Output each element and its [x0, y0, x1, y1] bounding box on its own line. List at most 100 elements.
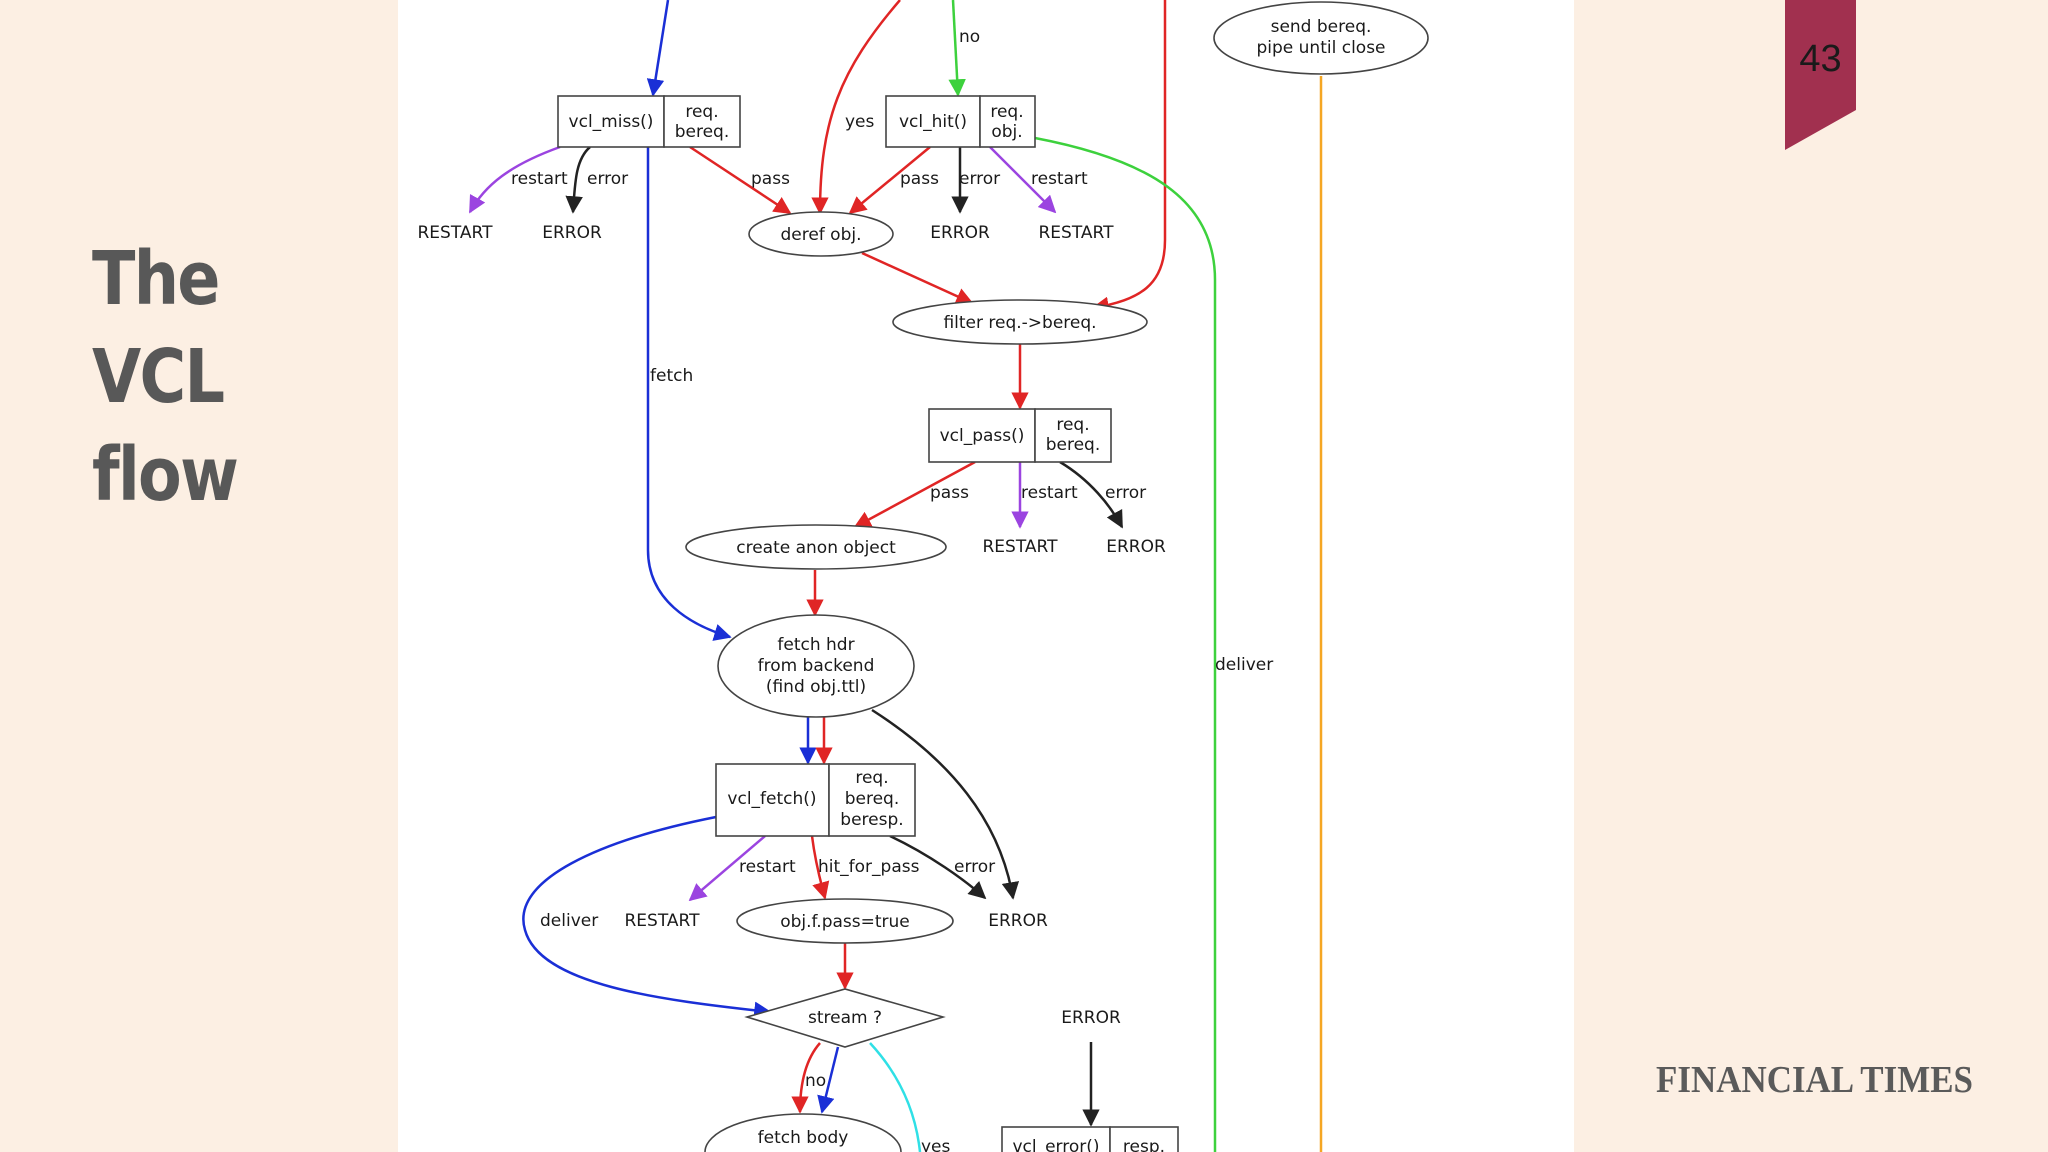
terminal-restart: RESTART	[1039, 223, 1115, 243]
vcl-fetch-vars-1: req.	[855, 768, 888, 788]
edge-fetch-error	[889, 834, 987, 900]
edge-stream-body-red	[791, 1042, 821, 1114]
fetch-hdr-line2: from backend	[758, 656, 875, 676]
send-bereq-line1: send bereq.	[1271, 17, 1372, 37]
slide-title-line2: flow	[92, 432, 239, 518]
vcl-miss-vars-1: req.	[685, 102, 718, 122]
deref-obj-node	[748, 211, 894, 257]
edge-top-to-filter	[1091, 0, 1167, 314]
send-bereq-node	[1213, 1, 1429, 75]
edge-pass-error	[1059, 460, 1124, 529]
edge-pass-anon	[853, 460, 976, 529]
fetch-hdr-node	[717, 614, 915, 718]
fetch-hdr-line1: fetch hdr	[777, 635, 854, 655]
edge-miss-error	[565, 146, 591, 214]
vcl-fetch-label: vcl_fetch()	[727, 789, 816, 809]
terminal-error: ERROR	[988, 911, 1048, 931]
obj-pass-node	[736, 898, 954, 944]
edge-label-no: no	[959, 27, 980, 47]
edge-hit-pass	[848, 146, 931, 215]
filter-node	[892, 299, 1148, 345]
edge-label-pass: pass	[900, 169, 939, 189]
edge-label-error: error	[1105, 483, 1146, 503]
vcl-pass-node	[928, 408, 1036, 463]
edge-label-hit-for-pass: hit_for_pass	[818, 857, 920, 877]
vcl-miss-vars	[663, 95, 741, 148]
edge-label-yes: yes	[845, 112, 875, 132]
stream-decision-node	[744, 988, 946, 1048]
edge-label-restart: restart	[511, 169, 568, 189]
fetch-hdr-line3: (find obj.ttl)	[766, 677, 866, 697]
fetch-body-node	[704, 1113, 902, 1152]
vcl-pass-vars	[1034, 408, 1112, 463]
edge-label-pass: pass	[930, 483, 969, 503]
vcl-fetch-vars	[828, 763, 916, 837]
edge-stream-yes	[869, 1042, 922, 1152]
edge-deref-filter	[861, 251, 974, 305]
obj-pass-label: obj.f.pass=true	[780, 912, 910, 932]
edge-fetch-restart	[688, 835, 766, 902]
slide-title: The VCL flow	[92, 230, 350, 524]
edge-fetchhdr-error	[871, 708, 1020, 900]
financial-times-logo: FINANCIAL TIMES	[1656, 1059, 1973, 1101]
edge-label-no: no	[805, 1071, 826, 1091]
send-bereq-line2: pipe until close	[1256, 38, 1385, 58]
edge-label-error: error	[587, 169, 628, 189]
page-number-badge	[1785, 0, 1856, 150]
create-anon-node	[685, 524, 947, 570]
edge-label-restart: restart	[1021, 483, 1078, 503]
vcl-error-vars	[1109, 1126, 1179, 1152]
edge-label-error: error	[959, 169, 1000, 189]
page-number: 43	[1799, 38, 1842, 80]
vcl-hit-vars-1: req.	[990, 102, 1023, 122]
stream-label: stream ?	[808, 1008, 882, 1028]
edge-label-restart: restart	[739, 857, 796, 877]
vcl-error-vars-1: resp.	[1123, 1137, 1165, 1152]
edge-fetch-deliver	[522, 815, 772, 1019]
edge-label-pass: pass	[751, 169, 790, 189]
edge-label-error: error	[954, 857, 995, 877]
edge-hit-deliver	[1034, 136, 1217, 1152]
vcl-miss-node	[557, 95, 665, 148]
terminal-error: ERROR	[542, 223, 602, 243]
vcl-pass-vars-1: req.	[1056, 415, 1089, 435]
edge-label-fetch: fetch	[650, 366, 693, 386]
deref-obj-label: deref obj.	[780, 225, 861, 245]
vcl-hit-node	[885, 95, 981, 148]
vcl-hit-label: vcl_hit()	[899, 112, 967, 132]
slide-title-line1: The VCL	[92, 236, 225, 420]
filter-label: filter req.->bereq.	[943, 313, 1096, 333]
diagram-panel	[398, 0, 1574, 1152]
vcl-hit-vars-2: obj.	[991, 122, 1022, 142]
terminal-error: ERROR	[1106, 537, 1166, 557]
vcl-pass-vars-2: bereq.	[1046, 435, 1101, 455]
edge-miss-pass	[689, 145, 792, 215]
edge-fetch-hfp	[810, 835, 830, 900]
edge-hit-restart	[989, 146, 1057, 214]
vcl-pass-label: vcl_pass()	[940, 426, 1025, 446]
edge-miss-fetch	[646, 147, 732, 641]
terminal-error: ERROR	[1061, 1008, 1121, 1028]
edge-label-restart: restart	[1031, 169, 1088, 189]
edge-stream-body-blue	[817, 1046, 840, 1114]
terminal-restart: RESTART	[983, 537, 1059, 557]
vcl-fetch-vars-2: bereq.	[845, 789, 900, 809]
vcl-hit-vars	[979, 95, 1036, 148]
vcl-miss-vars-2: bereq.	[675, 122, 730, 142]
edge-label-deliver: deliver	[1215, 655, 1273, 675]
terminal-error: ERROR	[930, 223, 990, 243]
edge-miss-restart	[468, 145, 561, 214]
edge-yes-to-deref	[811, 0, 901, 215]
create-anon-label: create anon object	[736, 538, 896, 558]
fetch-body-label: fetch body	[758, 1128, 849, 1148]
vcl-miss-label: vcl_miss()	[569, 112, 654, 132]
edge-no-to-vcl-hit	[948, 0, 966, 97]
edge-label-yes: yes	[921, 1137, 951, 1152]
vcl-fetch-vars-3: beresp.	[840, 810, 903, 830]
terminal-restart: RESTART	[625, 911, 701, 931]
edge-to-vcl-miss	[646, 0, 670, 97]
edge-label-deliver: deliver	[540, 911, 598, 931]
terminal-restart: RESTART	[418, 223, 494, 243]
vcl-error-label: vcl_error()	[1012, 1137, 1099, 1152]
